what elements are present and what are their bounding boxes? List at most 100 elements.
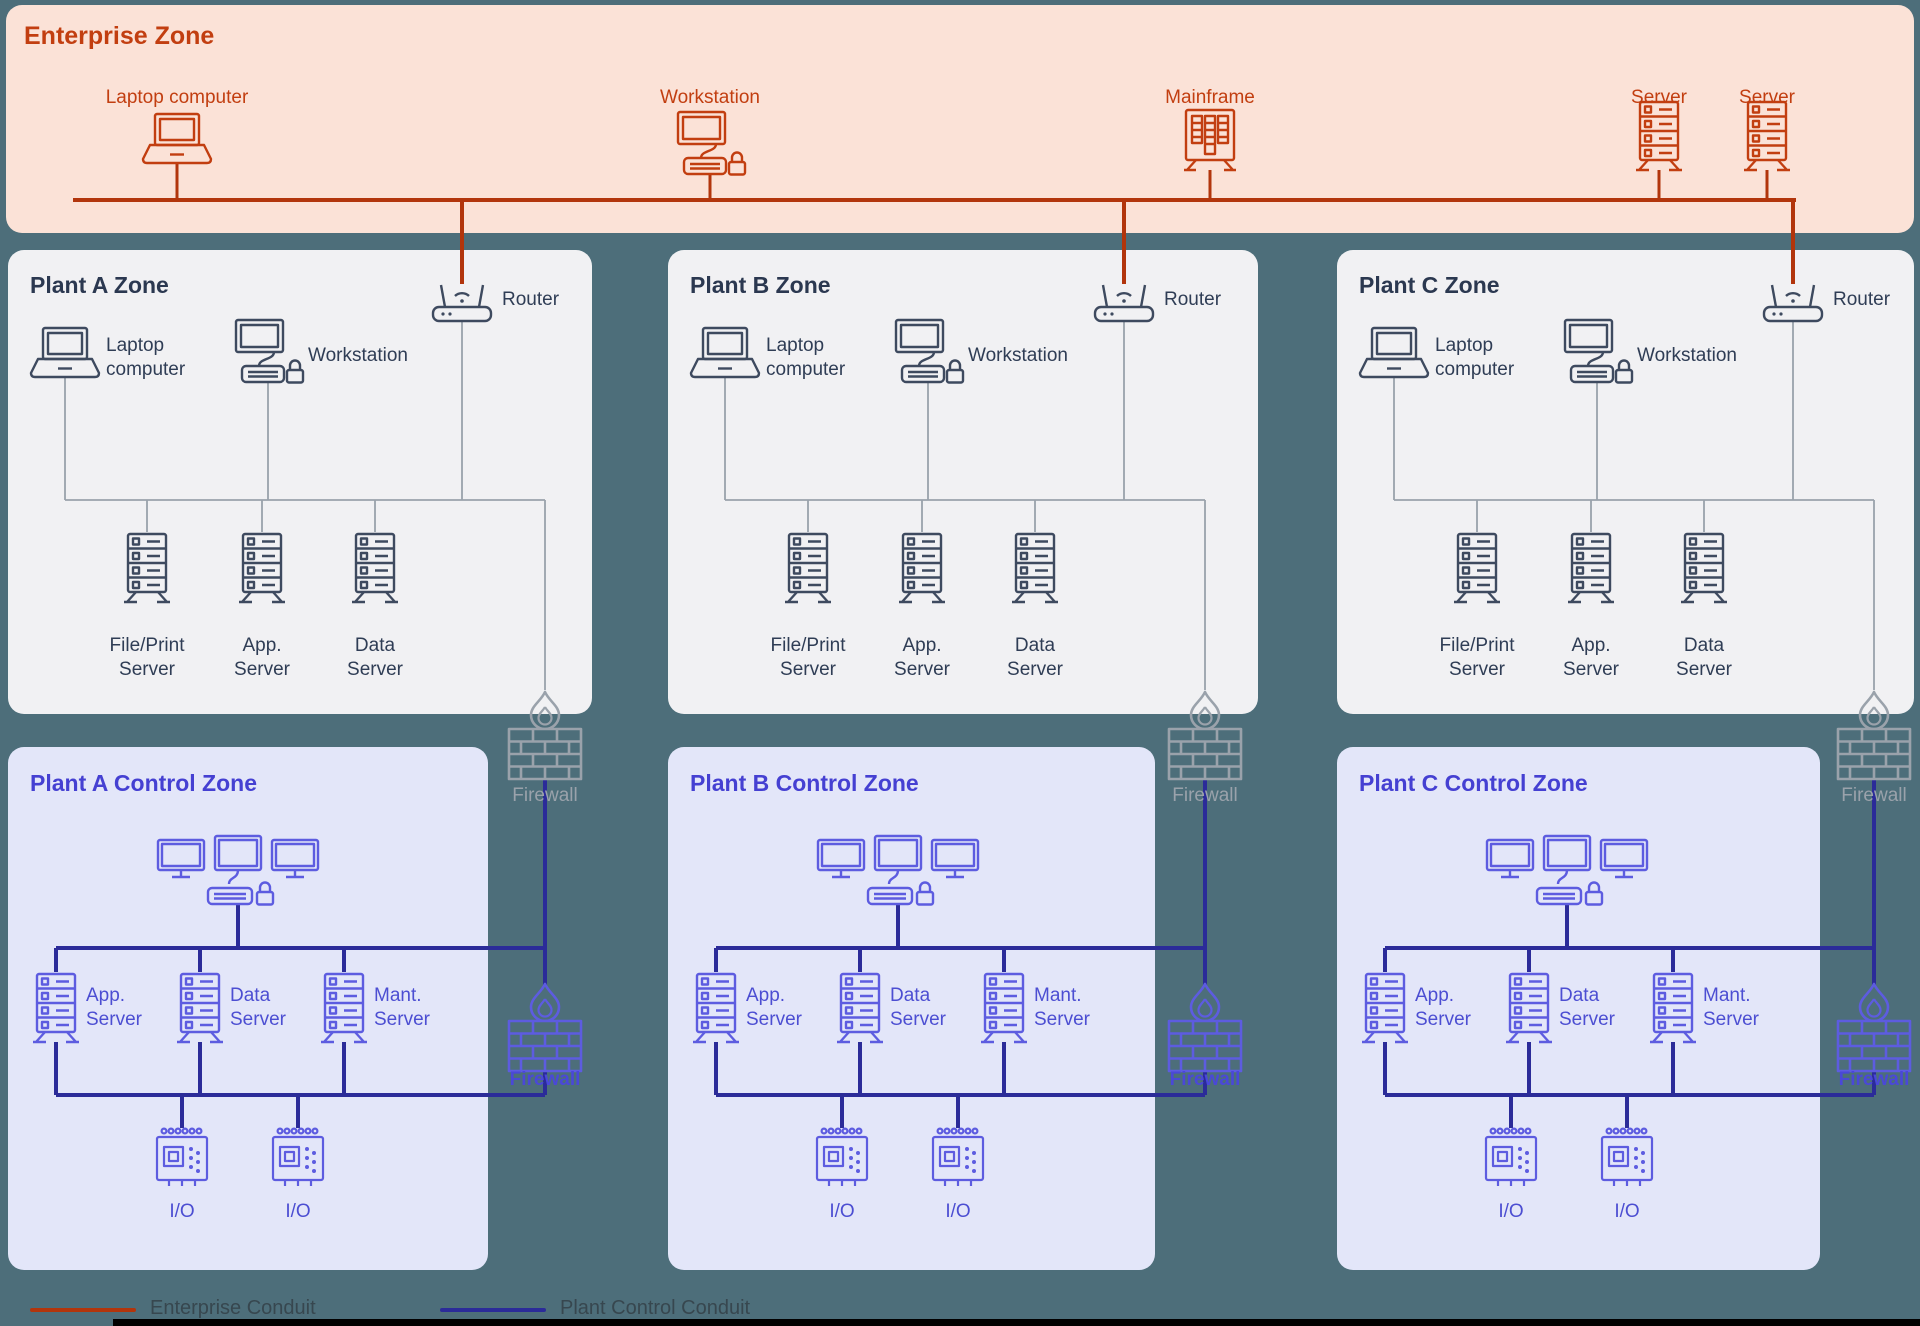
plant-b-control-zone-title: Plant B Control Zone	[690, 770, 919, 796]
io-unit-icon	[1484, 1127, 1538, 1188]
data-server-icon	[350, 532, 400, 604]
workstation-label: Workstation	[308, 345, 408, 366]
mant-server-icon	[1648, 972, 1698, 1044]
plant-b-zone-title: Plant B Zone	[690, 272, 831, 298]
mant-server-label: Mant. Server	[374, 985, 430, 1030]
data-server-label: Data Server	[1676, 635, 1732, 680]
mant-server-icon	[319, 972, 369, 1044]
plant-c-control-zone-panel	[1337, 747, 1820, 1270]
file-print-server-icon	[122, 532, 172, 604]
app-server-label: App. Server	[234, 635, 290, 680]
plant-a-control-zone-title: Plant A Control Zone	[30, 770, 258, 796]
laptop-label: Laptop computer	[106, 335, 186, 380]
hmi-workstation-icon	[1485, 834, 1649, 906]
hmi-workstation-icon	[156, 834, 320, 906]
workstation-label: Workstation	[968, 345, 1068, 366]
plant-lan-lines	[64, 321, 1875, 690]
plant-b-lan-lines	[724, 321, 1206, 690]
legend-plant-control-conduit-swatch	[440, 1308, 546, 1312]
router-icon	[1093, 283, 1155, 323]
firewall-icon	[1836, 690, 1912, 781]
mant-server-icon	[979, 972, 1029, 1044]
app-server-icon	[31, 972, 81, 1044]
firewall-icon	[1167, 982, 1243, 1073]
file-print-server-label: File/Print Server	[770, 635, 846, 680]
app-server-icon	[1360, 972, 1410, 1044]
laptop-icon	[689, 326, 761, 379]
data-server-label: Data Server	[1559, 985, 1615, 1030]
perimeter-firewalls	[507, 690, 1912, 781]
workstation-label: Workstation	[1637, 345, 1737, 366]
server-icon	[1634, 100, 1684, 172]
laptop-label: Laptop computer	[1435, 335, 1515, 380]
io-unit-icon	[271, 1127, 325, 1188]
data-server-icon	[1504, 972, 1554, 1044]
router-label: Router	[1833, 289, 1891, 310]
plant-control-conduit-lines	[54, 779, 1876, 1128]
file-print-server-label: File/Print Server	[1439, 635, 1515, 680]
legend-enterprise-conduit-label: Enterprise Conduit	[150, 1297, 316, 1319]
io-unit-icon	[815, 1127, 869, 1188]
workstation-icon	[1563, 318, 1634, 384]
data-server-label: Data Server	[230, 985, 286, 1030]
plant-c-lan-lines	[1393, 321, 1875, 690]
firewall-icon	[1167, 690, 1243, 781]
laptop-icon	[1358, 326, 1430, 379]
plant-a-control-conduit	[54, 779, 547, 1128]
plant-a-zone-title: Plant A Zone	[30, 272, 169, 298]
mant-server-label: Mant. Server	[1034, 985, 1090, 1030]
plant-c-zone-title: Plant C Zone	[1359, 272, 1500, 298]
laptop-icon	[29, 326, 101, 379]
workstation-label: Workstation	[660, 87, 760, 108]
router-label: Router	[502, 289, 560, 310]
data-server-icon	[1679, 532, 1729, 604]
firewall-label: Firewall	[1172, 785, 1238, 806]
io-unit-icon	[155, 1127, 209, 1188]
app-server-label: App. Server	[1563, 635, 1619, 680]
server-label: Server	[1631, 87, 1687, 108]
firewall-label: Firewall	[512, 785, 578, 806]
bottom-edge-bar	[113, 1319, 1920, 1326]
enterprise-conduit-lines	[73, 163, 1796, 284]
mant-server-label: Mant. Server	[1703, 985, 1759, 1030]
plant-c-zone-panel	[1337, 250, 1914, 714]
plant-c-control-zone-title: Plant C Control Zone	[1359, 770, 1588, 796]
io-label: I/O	[285, 1201, 311, 1222]
app-server-icon	[1566, 532, 1616, 604]
io-label: I/O	[1614, 1201, 1640, 1222]
io-label: I/O	[1498, 1201, 1524, 1222]
data-server-icon	[175, 972, 225, 1044]
server-icon	[1742, 100, 1792, 172]
app-server-label: App. Server	[894, 635, 950, 680]
enterprise-zone-title: Enterprise Zone	[24, 22, 215, 50]
firewall-icon	[507, 982, 583, 1073]
plant-c-control-conduit	[1383, 779, 1876, 1128]
firewall-label: Firewall	[1169, 1069, 1241, 1090]
file-print-server-icon	[1452, 532, 1502, 604]
plant-b-control-zone-panel	[668, 747, 1155, 1270]
app-server-icon	[691, 972, 741, 1044]
mainframe-icon	[1182, 108, 1238, 172]
firewall-label: Firewall	[1838, 1069, 1910, 1090]
app-server-label: App. Server	[746, 985, 802, 1030]
io-unit-icon	[1600, 1127, 1654, 1188]
io-unit-icon	[931, 1127, 985, 1188]
plant-b-zone-panel	[668, 250, 1258, 714]
plant-b-control-conduit	[714, 779, 1207, 1128]
data-server-label: Data Server	[890, 985, 946, 1030]
firewall-label: Firewall	[509, 1069, 581, 1090]
hmi-workstation-icon	[816, 834, 980, 906]
workstation-icon	[676, 110, 747, 176]
io-label: I/O	[169, 1201, 195, 1222]
plant-a-control-zone-panel	[8, 747, 488, 1270]
app-server-icon	[237, 532, 287, 604]
enterprise-icons	[141, 100, 1792, 176]
laptop-icon	[141, 112, 213, 165]
io-label: I/O	[829, 1201, 855, 1222]
plant-a-lan-lines	[64, 321, 546, 690]
data-server-icon	[835, 972, 885, 1044]
legend-enterprise-conduit-swatch	[30, 1308, 136, 1312]
mainframe-label: Mainframe	[1165, 87, 1255, 108]
